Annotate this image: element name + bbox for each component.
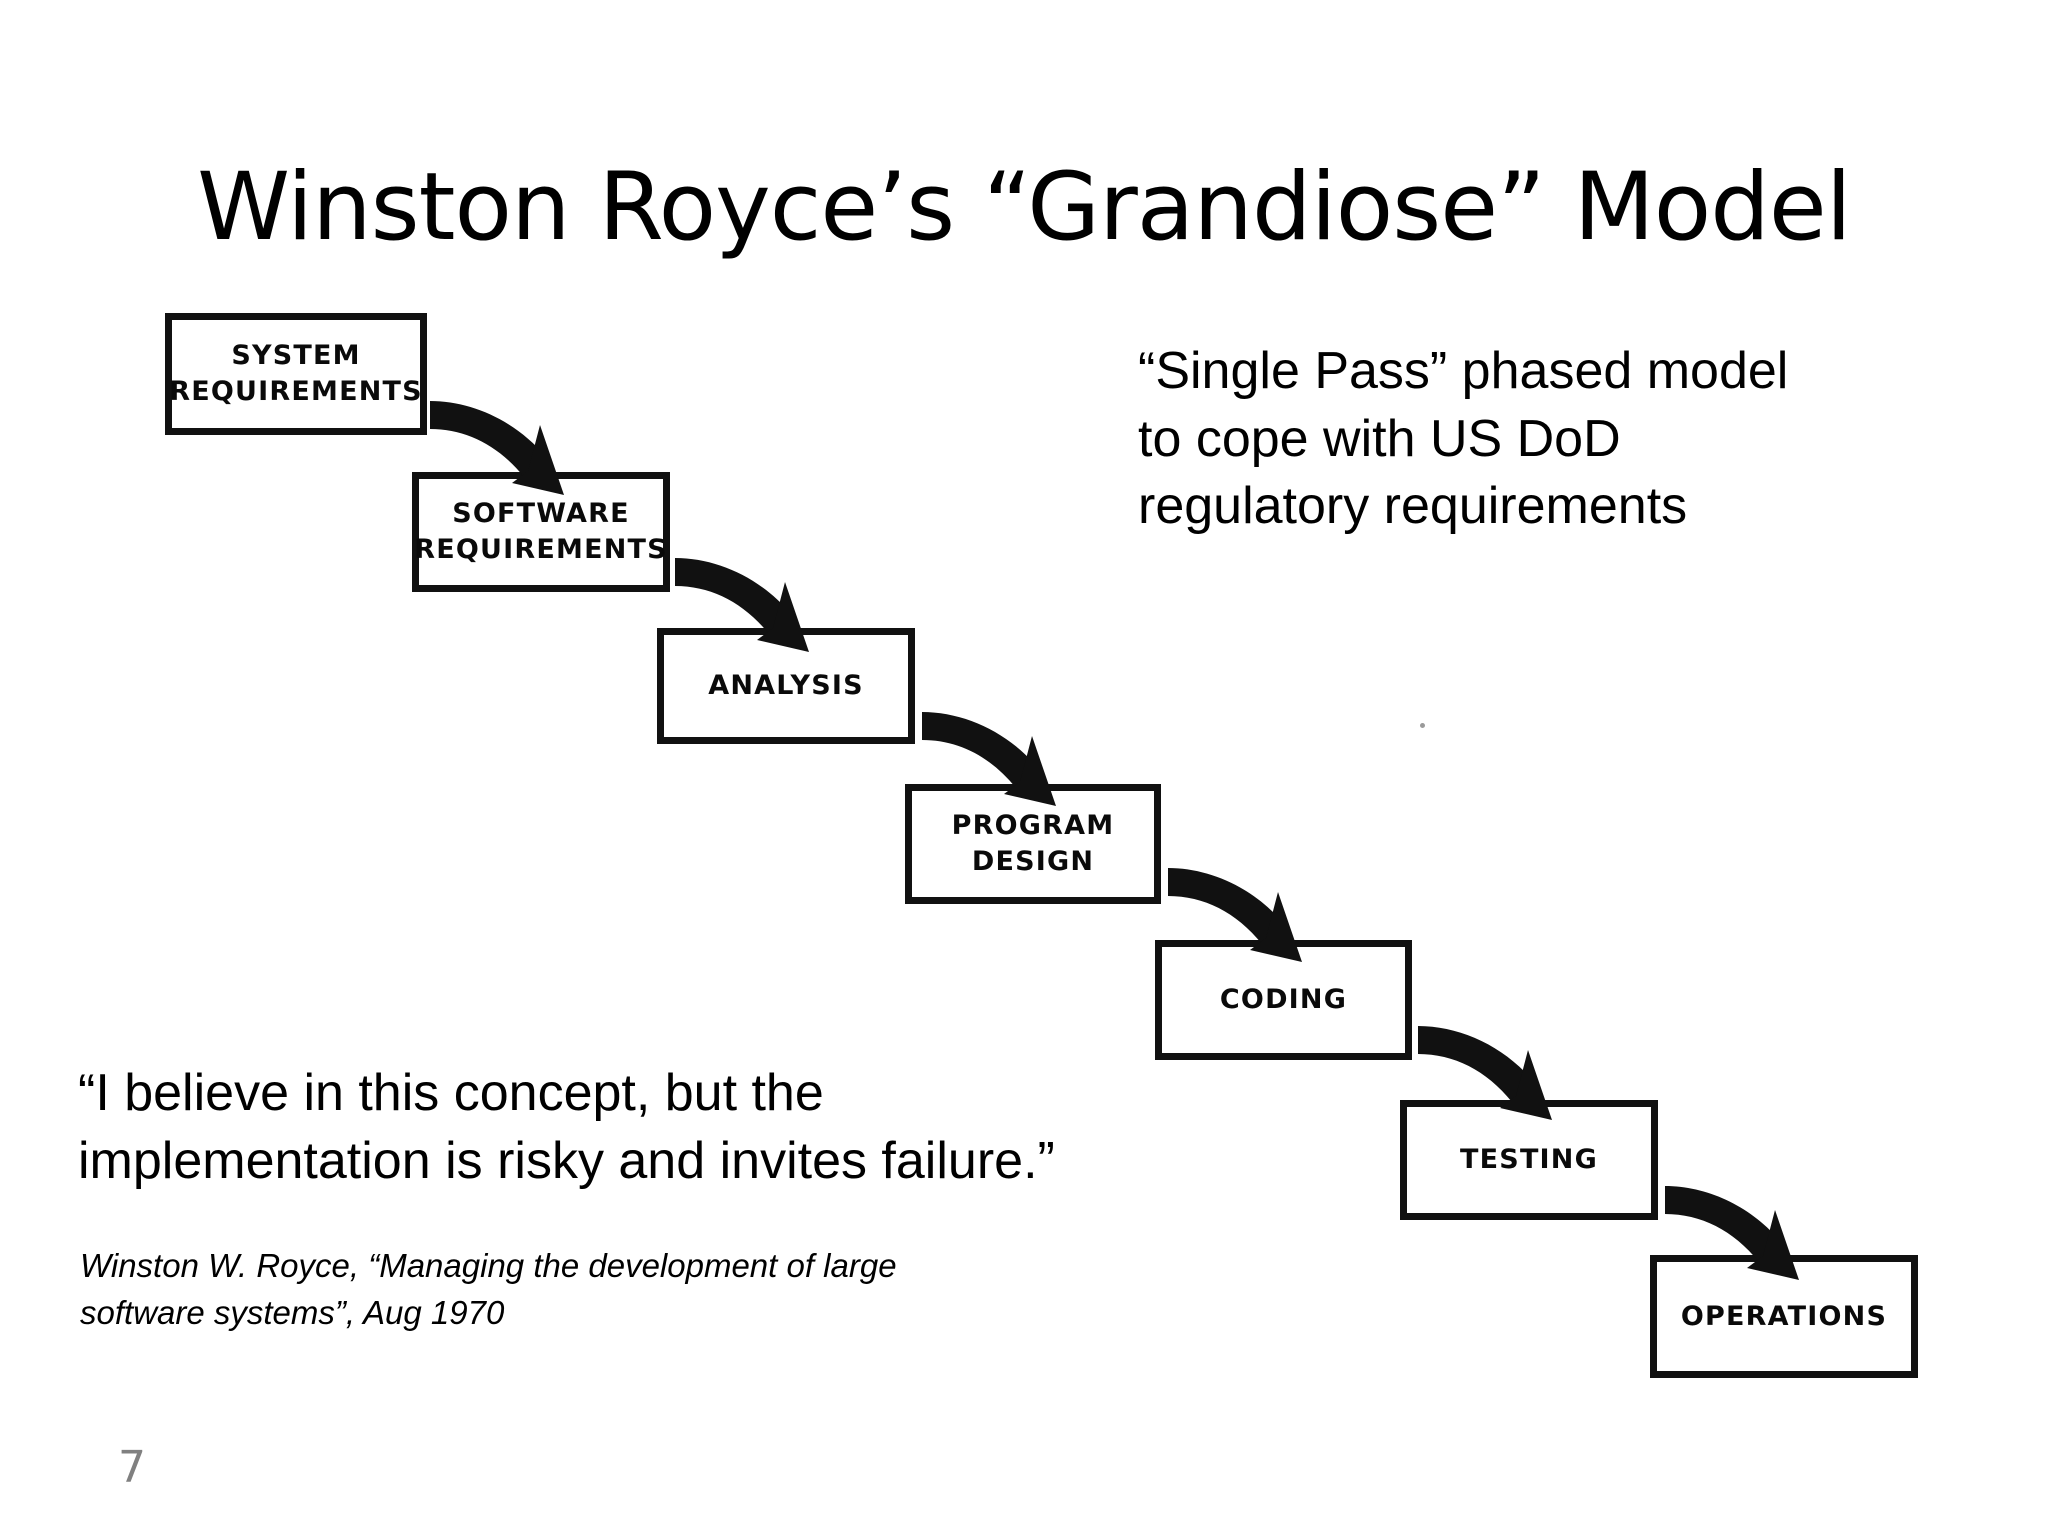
scan-artifact-speck: [1420, 723, 1425, 728]
phase-box-software-requirements: SOFTWARE REQUIREMENTS: [412, 472, 670, 592]
arrow-software-to-analysis-icon: [675, 558, 809, 652]
phase-box-program-design: PROGRAM DESIGN: [905, 784, 1161, 904]
phase-label-line: SOFTWARE: [452, 498, 630, 530]
quote-line-1: “I believe in this concept, but the: [78, 1064, 824, 1122]
note-line-2: to cope with US DoD: [1138, 409, 1621, 468]
phase-box-testing: TESTING: [1400, 1100, 1658, 1220]
phase-label-line: SYSTEM: [231, 340, 361, 372]
arrow-shaft: [1168, 868, 1284, 944]
phase-label-line: REQUIREMENTS: [169, 376, 423, 407]
phase-box-operations: OPERATIONS: [1650, 1255, 1918, 1378]
phase-box-system-requirements: SYSTEM REQUIREMENTS: [165, 313, 427, 435]
citation: Winston W. Royce, “Managing the developm…: [80, 1243, 1200, 1337]
phase-label-line: OPERATIONS: [1680, 1300, 1888, 1332]
arrow-head: [1500, 1050, 1552, 1120]
note-line-1: “Single Pass” phased model: [1138, 342, 1789, 400]
arrow-testing-to-operations-icon: [1665, 1186, 1799, 1280]
phase-box-label: CODING: [1220, 982, 1347, 1018]
arrow-shaft: [922, 712, 1038, 788]
phase-box-coding: CODING: [1155, 940, 1412, 1060]
phase-label-line: TESTING: [1460, 1144, 1598, 1176]
arrow-head: [1250, 892, 1302, 962]
quote-line-2: implementation is risky and invites fail…: [78, 1131, 1055, 1190]
note-line-3: regulatory requirements: [1138, 477, 1688, 536]
arrow-head: [512, 425, 564, 495]
arrow-shaft: [1665, 1186, 1781, 1262]
slide-number: 7: [118, 1442, 146, 1493]
arrow-system-to-software-icon: [430, 401, 564, 495]
arrow-head: [757, 582, 809, 652]
phase-label-line: PROGRAM: [951, 810, 1115, 842]
arrow-shaft: [430, 401, 546, 477]
note-single-pass: “Single Pass” phased model to cope with …: [1138, 338, 1898, 541]
arrow-shaft: [675, 558, 791, 634]
phase-box-label: TESTING: [1460, 1142, 1598, 1178]
arrow-shaft: [1418, 1026, 1534, 1102]
citation-line-1: Winston W. Royce, “Managing the developm…: [80, 1247, 897, 1284]
royce-quote: “I believe in this concept, but the impl…: [78, 1060, 1258, 1195]
arrow-coding-to-testing-icon: [1418, 1026, 1552, 1120]
phase-label-line: DESIGN: [971, 846, 1095, 877]
phase-box-label: PROGRAM DESIGN: [952, 808, 1115, 879]
page-title: Winston Royce’s “Grandiose” Model: [197, 152, 1852, 262]
phase-box-label: SYSTEM REQUIREMENTS: [169, 338, 423, 409]
phase-box-label: ANALYSIS: [708, 668, 863, 704]
arrow-head: [1004, 736, 1056, 806]
phase-box-label: SOFTWARE REQUIREMENTS: [414, 496, 668, 567]
arrow-design-to-coding-icon: [1168, 868, 1302, 962]
phase-label-line: ANALYSIS: [708, 670, 864, 702]
phase-box-label: OPERATIONS: [1681, 1299, 1887, 1335]
arrow-analysis-to-design-icon: [922, 712, 1056, 806]
phase-label-line: CODING: [1219, 984, 1348, 1016]
citation-line-2: software systems”, Aug 1970: [80, 1293, 505, 1331]
phase-box-analysis: ANALYSIS: [657, 628, 915, 744]
arrow-head: [1747, 1210, 1799, 1280]
phase-label-line: REQUIREMENTS: [414, 534, 668, 565]
